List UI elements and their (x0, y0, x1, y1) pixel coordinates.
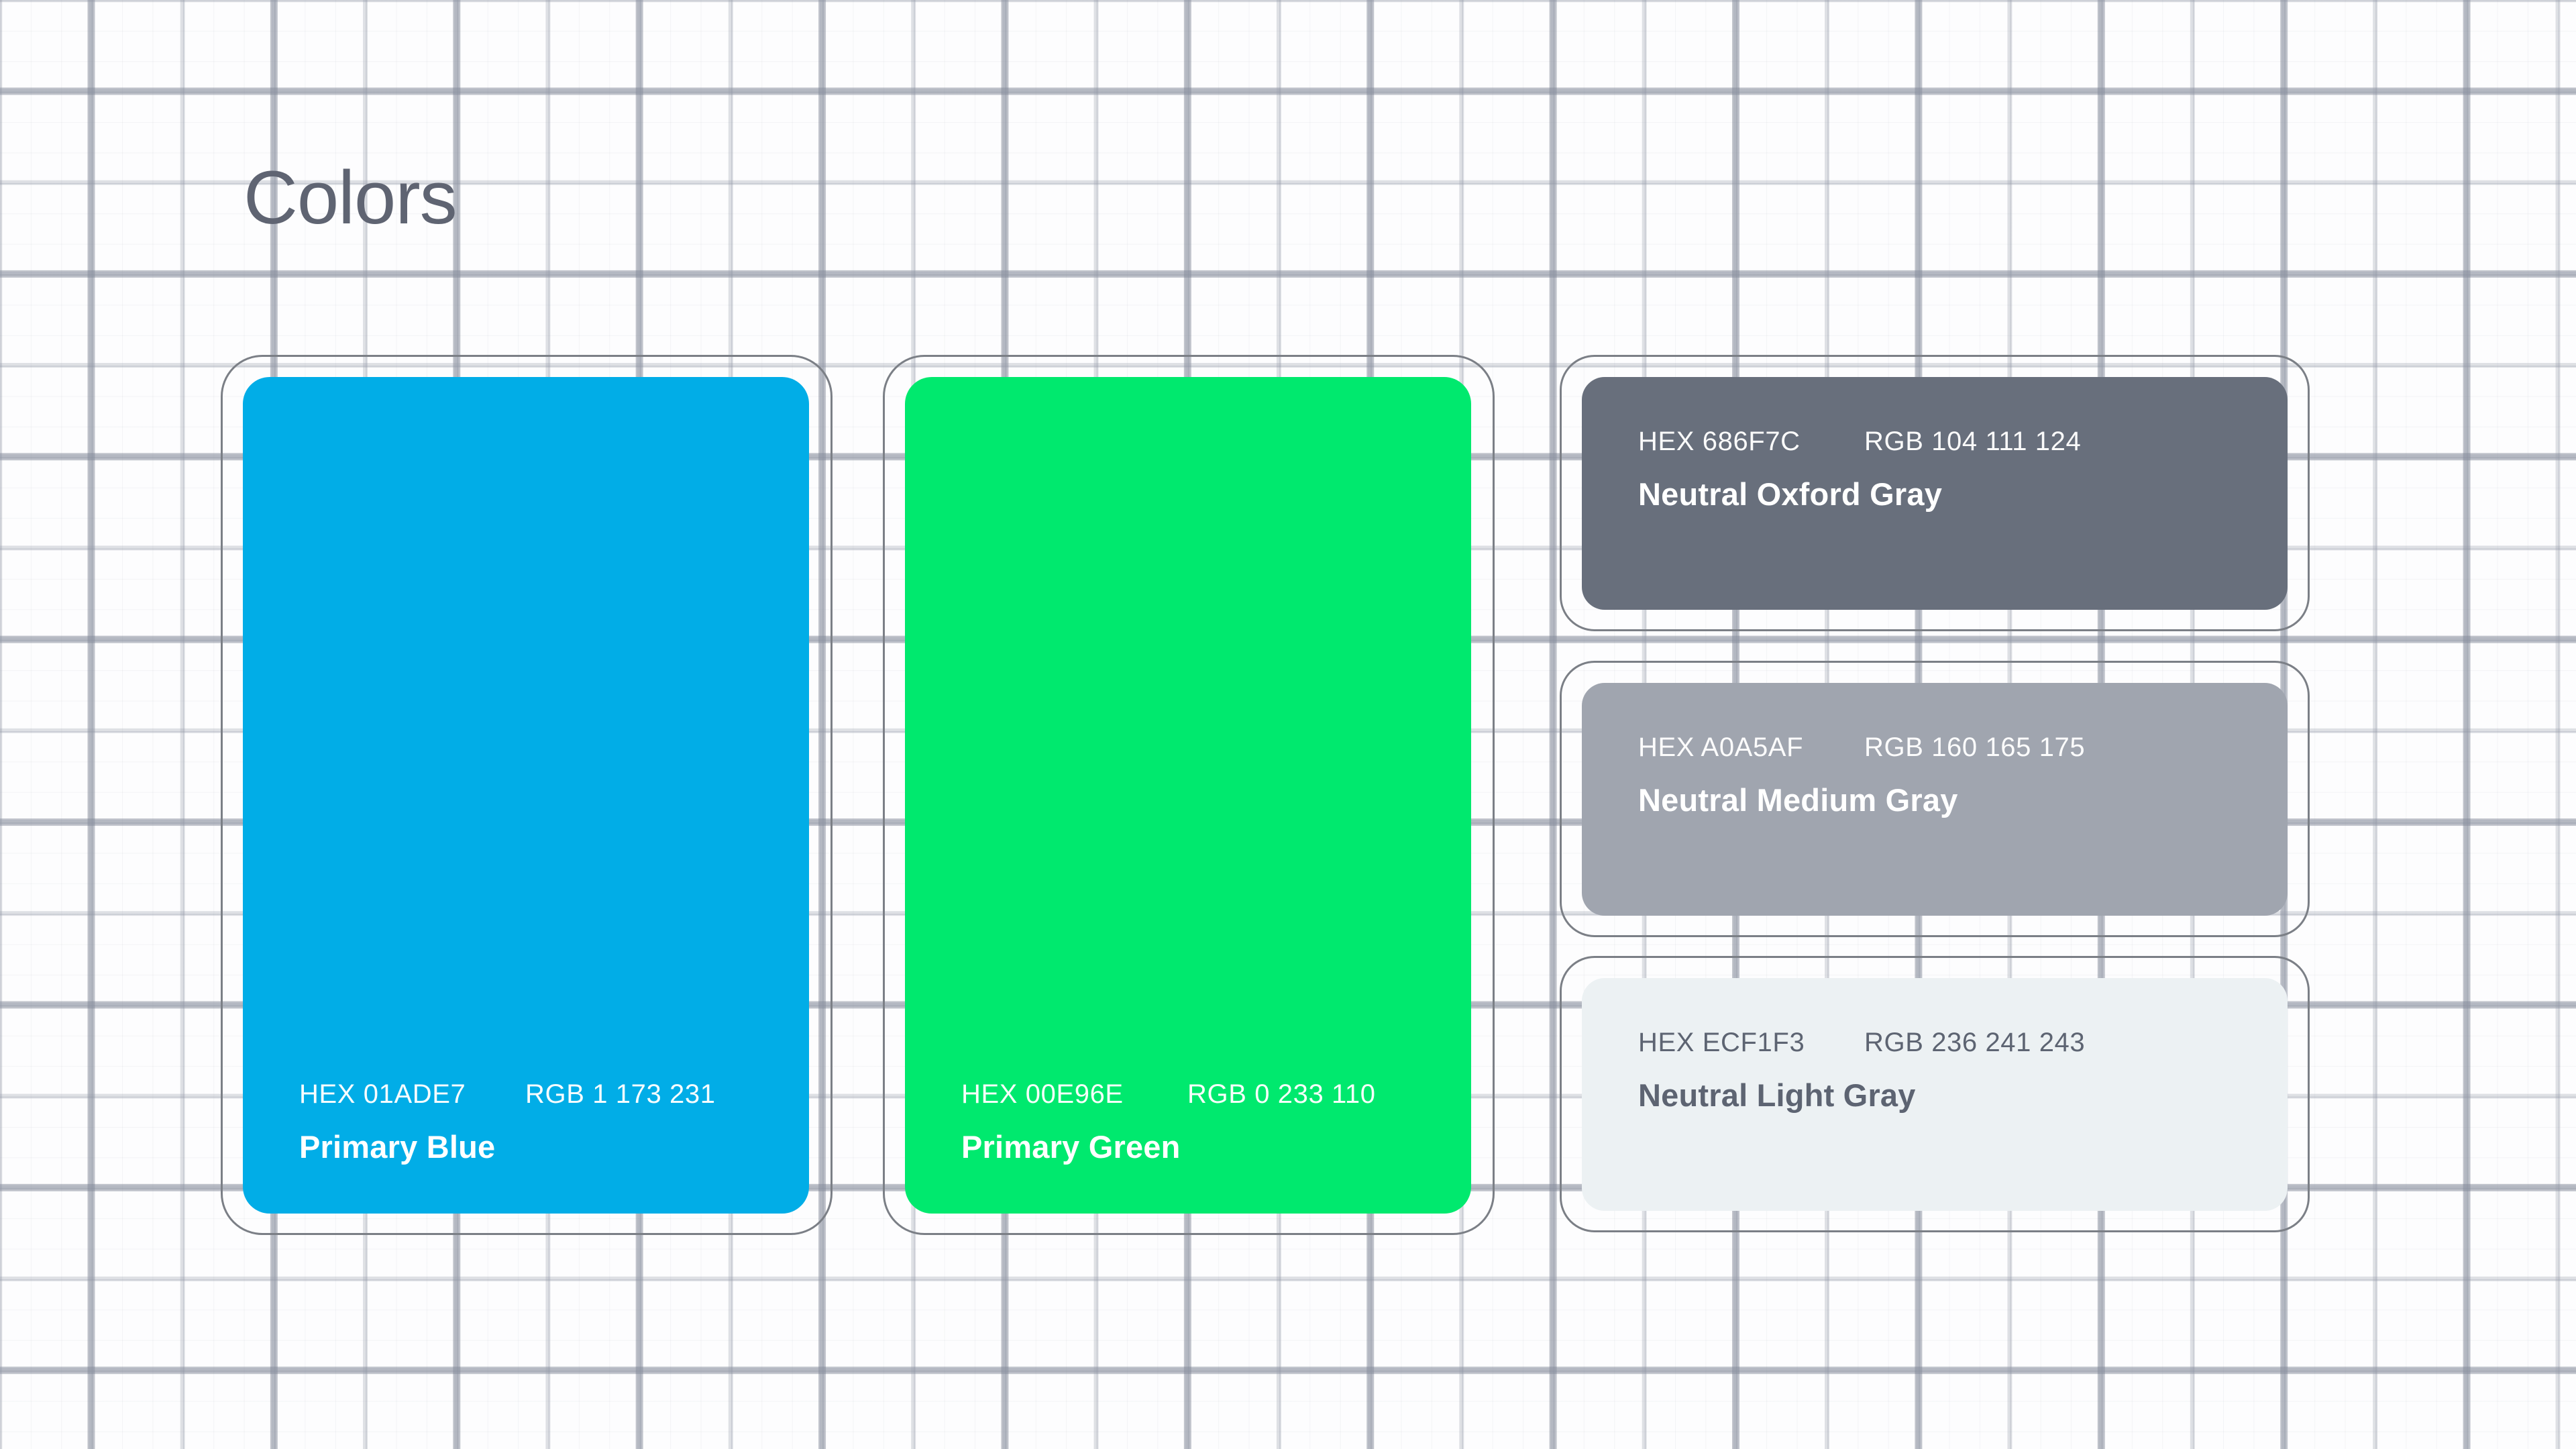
swatch-fill-primary-blue[interactable]: HEX 01ADE7 RGB 1 173 231 Primary Blue (243, 377, 809, 1214)
page-title: Colors (244, 156, 458, 239)
swatch-meta: HEX ECF1F3 RGB 236 241 243 (1638, 1028, 2261, 1058)
swatch-meta: HEX 686F7C RGB 104 111 124 (1638, 427, 2261, 457)
swatch-rgb-value: RGB 0 233 110 (1187, 1079, 1376, 1109)
swatch-hex-value: HEX ECF1F3 (1638, 1028, 1805, 1057)
swatch-rgb-value: RGB 160 165 175 (1864, 733, 2086, 762)
swatch-hex-value: HEX A0A5AF (1638, 733, 1804, 762)
swatch-info: HEX 00E96E RGB 0 233 110 Primary Green (961, 1079, 1444, 1165)
swatch-info: HEX 01ADE7 RGB 1 173 231 Primary Blue (299, 1079, 782, 1165)
swatch-rgb-value: RGB 104 111 124 (1864, 427, 2082, 456)
swatch-name: Primary Green (961, 1129, 1181, 1165)
swatch-selection-outline[interactable] (1560, 956, 2310, 1232)
swatch-info: HEX ECF1F3 RGB 236 241 243 Neutral Light… (1638, 1028, 2261, 1114)
swatch-info: HEX 686F7C RGB 104 111 124 Neutral Oxfor… (1638, 427, 2261, 513)
swatch-name: Primary Blue (299, 1129, 496, 1165)
swatch-meta: HEX 00E96E RGB 0 233 110 (961, 1079, 1444, 1110)
swatch-hex-value: HEX 00E96E (961, 1079, 1124, 1109)
swatch-name: Neutral Oxford Gray (1638, 476, 1943, 512)
swatch-hex-value: HEX 686F7C (1638, 427, 1801, 456)
swatch-fill-neutral-light-gray[interactable]: HEX ECF1F3 RGB 236 241 243 Neutral Light… (1582, 978, 2288, 1211)
swatch-meta: HEX A0A5AF RGB 160 165 175 (1638, 733, 2261, 763)
swatch-selection-outline[interactable] (221, 355, 833, 1235)
swatch-name: Neutral Light Gray (1638, 1077, 1916, 1113)
swatch-hex-value: HEX 01ADE7 (299, 1079, 466, 1109)
swatch-rgb-value: RGB 1 173 231 (525, 1079, 716, 1109)
swatch-selection-outline[interactable] (1560, 661, 2310, 937)
swatch-selection-outline[interactable] (1560, 355, 2310, 631)
swatch-info: HEX A0A5AF RGB 160 165 175 Neutral Mediu… (1638, 733, 2261, 818)
swatch-name: Neutral Medium Gray (1638, 782, 1958, 818)
swatch-fill-neutral-oxford-gray[interactable]: HEX 686F7C RGB 104 111 124 Neutral Oxfor… (1582, 377, 2288, 610)
swatch-selection-outline[interactable] (883, 355, 1495, 1235)
swatch-rgb-value: RGB 236 241 243 (1864, 1028, 2086, 1057)
swatch-fill-primary-green[interactable]: HEX 00E96E RGB 0 233 110 Primary Green (905, 377, 1471, 1214)
swatch-meta: HEX 01ADE7 RGB 1 173 231 (299, 1079, 782, 1110)
swatch-fill-neutral-medium-gray[interactable]: HEX A0A5AF RGB 160 165 175 Neutral Mediu… (1582, 683, 2288, 916)
